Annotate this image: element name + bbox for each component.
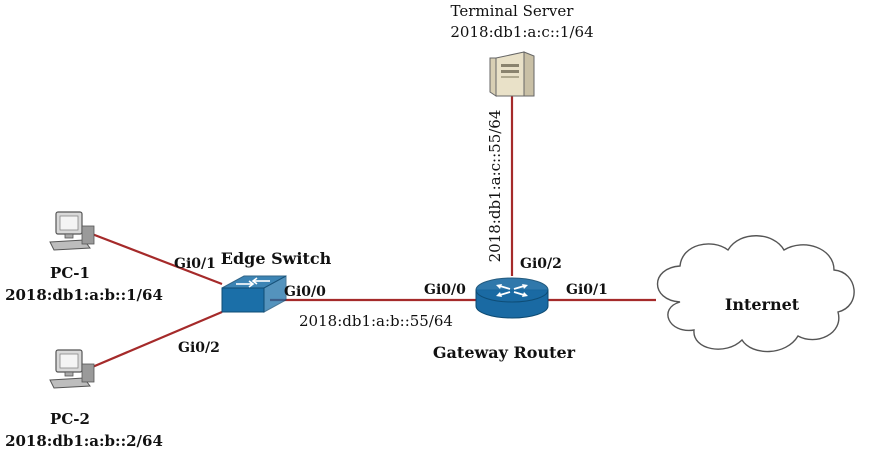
link-pc1-switch [91, 232, 223, 286]
pc-1: PC-1 2018:db1:a:b::1/64 [5, 211, 163, 304]
pc-icon [49, 349, 95, 389]
gateway-router-name: Gateway Router [433, 343, 576, 362]
internet-name: Internet [725, 295, 800, 314]
switch-gi0-1-label: Gi0/1 [174, 256, 216, 272]
links [89, 96, 656, 370]
router-gi0-2-label: Gi0/2 [520, 256, 562, 272]
pc-1-ip: 2018:db1:a:b::1/64 [5, 286, 163, 304]
pc-2-ip: 2018:db1:a:b::2/64 [5, 432, 163, 450]
gateway-router: Gateway Router Gi0/0 Gi0/2 Gi0/1 [424, 256, 608, 362]
cloud-icon [656, 235, 855, 353]
switch-gi0-2-label: Gi0/2 [178, 340, 220, 356]
terminal-server-name: Terminal Server [451, 2, 575, 20]
router-server-link-ip: 2018:db1:a:c::55/64 [486, 110, 504, 263]
internet: Internet [656, 235, 855, 353]
switch-router-link-ip: 2018:db1:a:b::55/64 [299, 312, 453, 330]
switch-gi0-0-label: Gi0/0 [284, 284, 326, 300]
edge-switch-name: Edge Switch [221, 249, 332, 268]
pc-1-name: PC-1 [50, 264, 90, 282]
router-icon [475, 277, 549, 319]
server-icon [489, 51, 535, 97]
switch-icon [221, 275, 287, 313]
router-gi0-0-label: Gi0/0 [424, 282, 466, 298]
pc-2-name: PC-2 [50, 410, 90, 428]
edge-switch: Edge Switch Gi0/1 Gi0/2 Gi0/0 [174, 249, 332, 356]
link-pc2-switch [89, 310, 223, 370]
terminal-server: Terminal Server 2018:db1:a:c::1/64 [450, 2, 594, 97]
router-gi0-1-label: Gi0/1 [566, 282, 608, 298]
pc-2: PC-2 2018:db1:a:b::2/64 [5, 349, 163, 450]
terminal-server-ip: 2018:db1:a:c::1/64 [450, 23, 593, 41]
pc-icon [49, 211, 95, 251]
